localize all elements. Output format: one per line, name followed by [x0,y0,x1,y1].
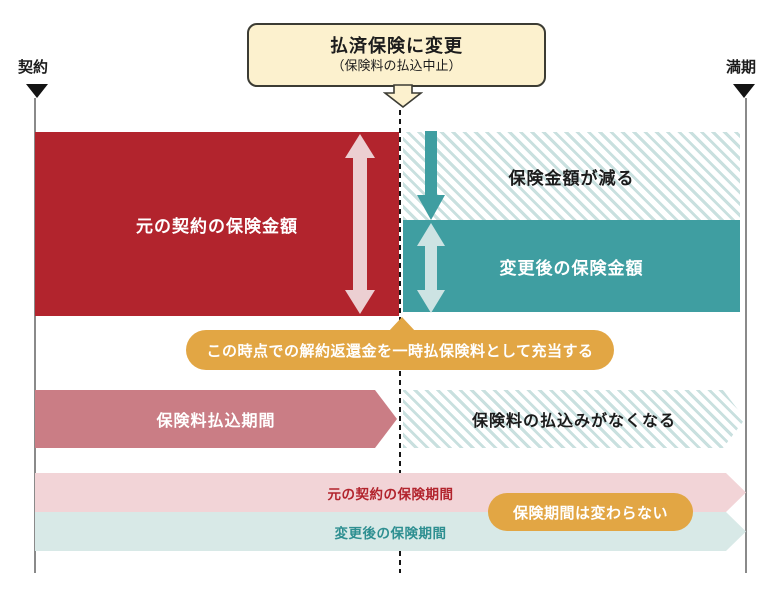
change-title-box: 払済保険に変更 （保険料の払込中止） [247,23,546,87]
amount-decrease-arrow-icon [417,131,445,220]
original-amount-block: 元の契約の保険金額 [35,132,399,316]
contract-start-label: 契約 [18,59,49,76]
after-amount-block: 変更後の保険金額 [403,220,740,312]
after-amount-label: 変更後の保険金額 [499,258,644,278]
surrender-note-label: この時点での解約返還金を一時払保険料として充当する [206,342,594,360]
original-amount-label: 元の契約の保険金額 [136,216,298,236]
maturity-marker-icon [733,84,755,98]
after-amount-range-arrow-icon [417,223,445,313]
diagram-title: 払済保険に変更 [330,36,463,57]
premium-payment-label: 保険料払込期間 [156,413,276,430]
maturity-label: 満期 [726,59,757,76]
no-premium-label: 保険料の払込みがなくなる [471,413,676,430]
diagram-subtitle: （保険料の払込中止） [331,57,462,73]
amount-decrease-block: 保険金額が減る [403,132,740,220]
hollow-down-arrow-icon [383,84,423,108]
surrender-note-pill: この時点での解約返還金を一時払保険料として充当する [186,330,614,370]
no-premium-band: 保険料の払込みがなくなる [403,390,745,448]
after-period-label: 変更後の保険期間 [334,525,447,541]
original-amount-range-arrow-icon [345,134,375,314]
premium-payment-band: 保険料払込期間 [35,390,397,448]
period-unchanged-label: 保険期間は変わらない [512,504,668,522]
left-timeline-line [34,98,36,573]
right-timeline-line [745,98,747,573]
original-period-label: 元の契約の保険期間 [327,486,454,502]
period-unchanged-pill: 保険期間は変わらない [488,493,693,531]
contract-marker-icon [26,84,48,98]
surrender-note-pointer-icon [388,317,416,332]
amount-decrease-label: 保険金額が減る [508,168,635,188]
